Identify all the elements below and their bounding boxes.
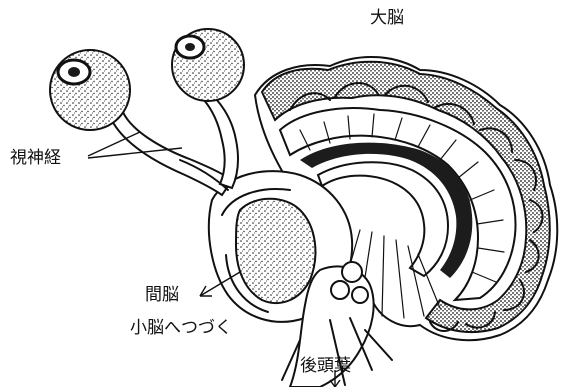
- label-diencephalon: 間脳: [145, 287, 179, 304]
- label-optic-nerve: 視神経: [10, 150, 61, 167]
- label-occipital-lobe: 後頭葉: [300, 358, 351, 375]
- label-cerebrum: 大脳: [370, 10, 404, 27]
- eyeball-left: [50, 50, 130, 130]
- eyeball-right: [172, 29, 244, 101]
- label-to-cerebellum: 小脳へつづく: [130, 320, 232, 337]
